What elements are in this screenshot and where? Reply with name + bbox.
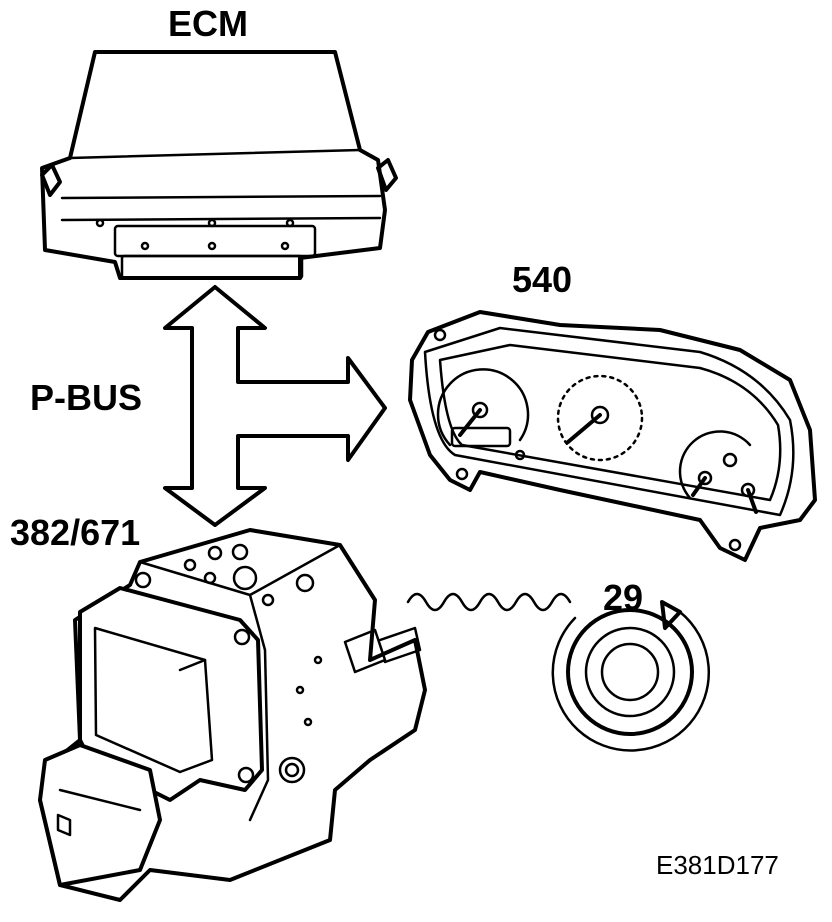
instrument-cluster xyxy=(408,310,817,562)
wheel-sensor xyxy=(551,600,710,752)
figure-id: E381D177 xyxy=(656,850,779,880)
abs-unit xyxy=(38,528,427,902)
p-bus-label: P-BUS xyxy=(30,377,143,418)
ecm-label: ECM xyxy=(168,3,248,44)
signal-wave xyxy=(406,592,572,612)
abs-label: 382/671 xyxy=(10,512,141,553)
ecm-unit xyxy=(40,50,398,280)
p-bus-arrows xyxy=(163,285,387,527)
sensor-label: 29 xyxy=(603,577,644,618)
cluster-label: 540 xyxy=(512,259,573,300)
